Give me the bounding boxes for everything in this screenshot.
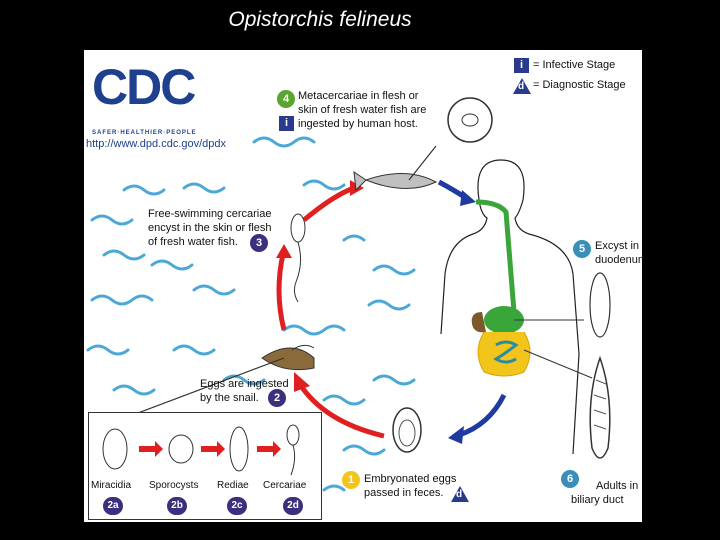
diagnostic-marker-letter: d — [518, 81, 525, 92]
stage-6-number: 6 — [561, 470, 579, 488]
metacercaria-circle — [447, 97, 493, 143]
inset-label-sporocysts: Sporocysts — [149, 480, 199, 491]
life-cycle-diagram: CDC SAFER·HEALTHIER·PEOPLE http://www.dp… — [84, 50, 642, 522]
stage-2-line2: by the snail. — [200, 392, 259, 404]
inset-label-cercariae: Cercariae — [263, 480, 307, 491]
egg-drawing — [392, 407, 422, 453]
water-waves — [86, 136, 416, 492]
stage-4-line2: skin of fresh water fish are — [298, 104, 427, 116]
stage-6-line1: Adults in — [596, 480, 639, 492]
stage-2-line1: Eggs are ingested — [200, 378, 289, 390]
miracidium-drawing — [102, 428, 128, 470]
stage-1-number: 1 — [342, 471, 360, 489]
stage-3-line3: of fresh water fish. — [148, 236, 238, 248]
cdc-tagline: SAFER·HEALTHIER·PEOPLE — [92, 130, 197, 136]
stage-4-number: 4 — [277, 90, 295, 108]
diagnostic-stage-label: = Diagnostic Stage — [533, 79, 626, 91]
redia-drawing — [229, 426, 249, 472]
stage-5-line2: duodenum — [595, 254, 642, 266]
inset-label-rediae: Rediae — [217, 480, 249, 491]
stage-1-diagnostic-letter: d — [456, 489, 463, 500]
stage-5-number: 5 — [573, 240, 591, 258]
inset-cercaria-drawing — [286, 424, 300, 446]
slide-title: Opistorchis felineus — [228, 8, 412, 31]
inset-artwork — [102, 424, 300, 476]
diagnostic-stage-marker: d — [513, 78, 531, 94]
human-silhouette — [440, 159, 580, 455]
snail-stages-inset: Miracidia Sporocysts Rediae Cercariae 2a… — [88, 412, 322, 520]
inset-label-miracidia: Miracidia — [91, 480, 132, 491]
stage-1-diagnostic-marker: d — [451, 486, 469, 502]
stage-3-number: 3 — [250, 234, 268, 252]
cdc-logo-letters: CDC — [92, 59, 196, 115]
stage-6-line2: biliary duct — [571, 494, 624, 506]
inset-code-2a: 2a — [103, 497, 123, 515]
adult-worm-drawing — [589, 355, 611, 459]
stomach-shape — [484, 306, 524, 334]
inset-code-2c: 2c — [227, 497, 247, 515]
liver-shape — [471, 312, 486, 333]
bile-duct-tract — [475, 199, 517, 343]
fish-drawing — [353, 170, 438, 192]
infective-stage-label: = Infective Stage — [533, 59, 616, 71]
inset-code-2d: 2d — [283, 497, 303, 515]
infective-stage-marker: i — [514, 58, 529, 73]
stage-2-number: 2 — [268, 389, 286, 407]
diagram-artwork — [86, 97, 611, 492]
stage-1-line1: Embryonated eggs — [364, 473, 457, 485]
stage-4-line3: ingested by human host. — [298, 118, 418, 130]
small-intestine-shape — [493, 340, 519, 364]
cdc-logo: CDC SAFER·HEALTHIER·PEOPLE — [88, 54, 210, 136]
stage-3-line1: Free-swimming cercariae — [148, 208, 272, 220]
stage-3-line2: encyst in the skin or flesh — [148, 222, 272, 234]
stage-4-line1: Metacercariae in flesh or — [298, 90, 419, 102]
snail-drawing — [261, 344, 315, 371]
stage-1-line2: passed in feces. — [364, 487, 444, 499]
cercaria-drawing — [290, 213, 306, 303]
excyst-drawing — [589, 272, 611, 338]
inset-code-2b: 2b — [167, 497, 187, 515]
cdc-url[interactable]: http://www.dpd.cdc.gov/dpdx — [86, 138, 227, 150]
sporocyst-drawing — [168, 434, 194, 464]
stage-5-line1: Excyst in — [595, 240, 640, 252]
stage-4-infective-marker: i — [279, 116, 294, 131]
